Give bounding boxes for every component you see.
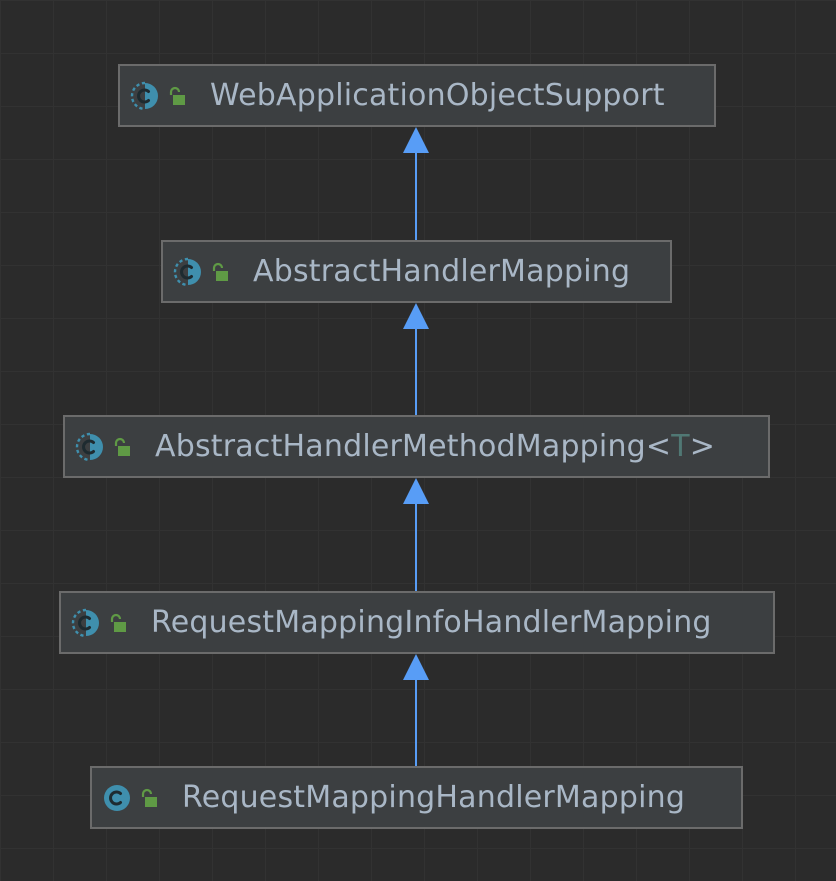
type-bracket-close: > [689, 429, 716, 464]
class-name-label: AbstractHandlerMethodMapping<T> [155, 429, 715, 464]
public-lock-icon [169, 86, 185, 105]
class-icon [104, 784, 130, 811]
abstract-class-icon [71, 608, 99, 637]
class-node-web-application-object-support[interactable]: WebApplicationObjectSupport [118, 64, 716, 127]
edge-request-mapping-handler-mapping-to-request-mapping-info-handler-mapping [403, 654, 429, 766]
type-bracket-open: < [645, 429, 672, 464]
class-name-text: AbstractHandlerMethodMapping [155, 429, 646, 464]
edge-abstract-handler-method-mapping-to-abstract-handler-mapping [403, 303, 429, 415]
class-node-request-mapping-handler-mapping[interactable]: RequestMappingHandlerMapping [90, 766, 743, 829]
public-lock-icon [114, 437, 130, 456]
abstract-class-icon [75, 432, 103, 461]
edge-abstract-handler-mapping-to-web-application-object-support [403, 127, 429, 240]
class-node-abstract-handler-mapping[interactable]: AbstractHandlerMapping [161, 240, 672, 303]
edge-request-mapping-info-handler-mapping-to-abstract-handler-method-mapping [403, 478, 429, 591]
abstract-class-icon [173, 257, 201, 286]
class-node-abstract-handler-method-mapping[interactable]: AbstractHandlerMethodMapping<T> [63, 415, 770, 478]
public-lock-icon [141, 788, 157, 807]
public-lock-icon [110, 613, 126, 632]
class-name-label: WebApplicationObjectSupport [210, 78, 665, 113]
class-node-request-mapping-info-handler-mapping[interactable]: RequestMappingInfoHandlerMapping [59, 591, 775, 654]
public-lock-icon [212, 262, 228, 281]
type-parameter: T [671, 429, 690, 464]
class-name-label: AbstractHandlerMapping [253, 254, 631, 289]
class-name-label: RequestMappingInfoHandlerMapping [151, 605, 712, 640]
abstract-class-icon [130, 81, 158, 110]
class-name-label: RequestMappingHandlerMapping [182, 780, 686, 815]
